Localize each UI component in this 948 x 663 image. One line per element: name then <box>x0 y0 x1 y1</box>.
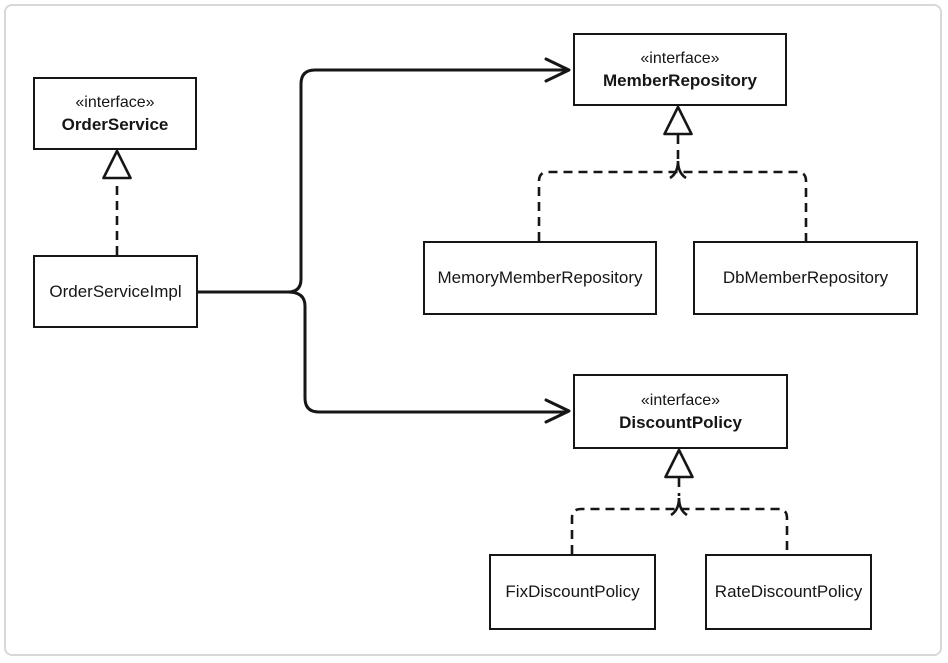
realization-bar-memberrepository <box>537 170 808 241</box>
class-name: OrderServiceImpl <box>49 281 182 301</box>
dependency-arrowhead-memberrepository <box>544 57 571 83</box>
realization-junction-memberrepository <box>669 160 687 180</box>
class-name: MemberRepository <box>603 70 757 90</box>
node-member-repository-interface: «interface» MemberRepository <box>573 33 787 106</box>
realization-triangle-discountpolicy <box>664 448 694 479</box>
realization-bar-discountpolicy <box>570 507 789 554</box>
node-memory-member-repository: MemoryMemberRepository <box>423 241 657 315</box>
node-order-service-interface: «interface» OrderService <box>33 77 197 150</box>
realization-junction-discountpolicy <box>670 497 688 517</box>
dependency-arrowhead-discountpolicy <box>544 398 571 424</box>
node-discount-policy-interface: «interface» DiscountPolicy <box>573 374 788 449</box>
node-db-member-repository: DbMemberRepository <box>693 241 918 315</box>
class-name: RateDiscountPolicy <box>714 582 863 601</box>
stereotype-label: «interface» <box>75 93 155 111</box>
realization-triangle-memberrepository <box>663 105 693 136</box>
class-name: MemoryMemberRepository <box>437 268 643 287</box>
stereotype-label: «interface» <box>640 49 720 67</box>
node-fix-discount-policy: FixDiscountPolicy <box>489 554 656 630</box>
dependency-line-orderserviceimpl-discountpolicy <box>198 290 566 414</box>
class-name: FixDiscountPolicy <box>505 582 640 601</box>
diagram-frame <box>4 4 942 656</box>
node-order-service-impl: OrderServiceImpl <box>33 255 198 328</box>
class-name: DiscountPolicy <box>619 412 742 432</box>
stereotype-label: «interface» <box>640 391 721 409</box>
class-name: DbMemberRepository <box>722 268 889 287</box>
realization-triangle-orderservice <box>102 149 132 180</box>
node-rate-discount-policy: RateDiscountPolicy <box>705 554 872 630</box>
class-name: OrderService <box>61 114 169 134</box>
